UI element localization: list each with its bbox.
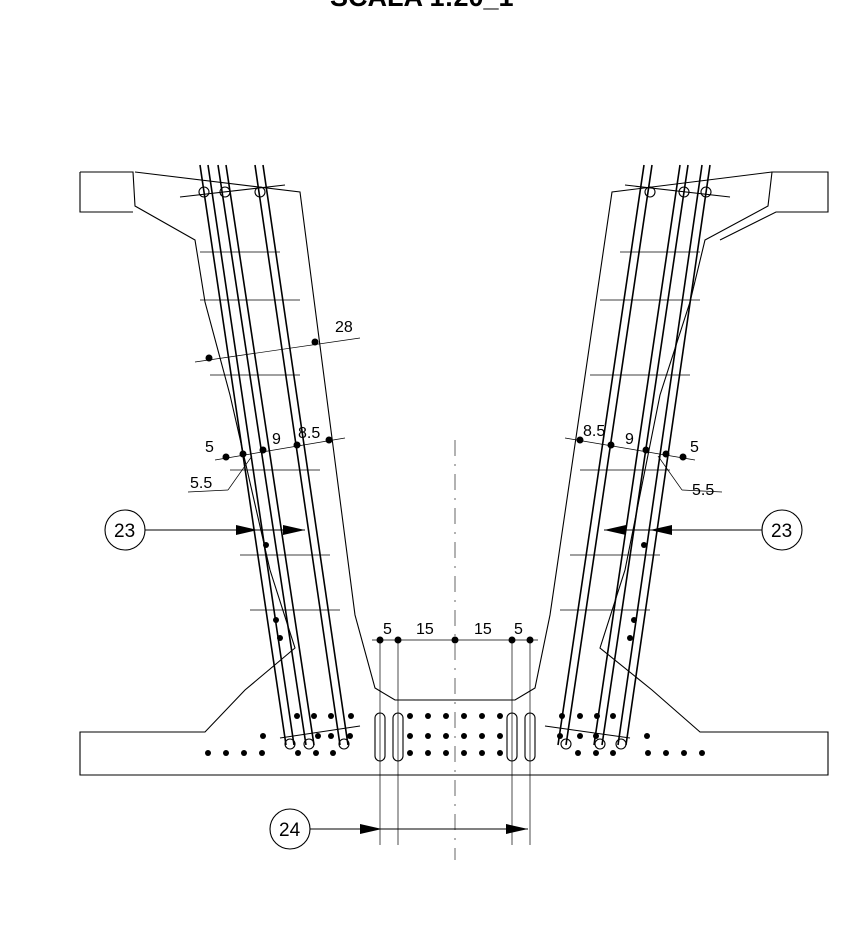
dim-28-label: 28 <box>335 319 353 336</box>
left-dim-chain <box>187 436 346 493</box>
dim-left-8-5: 8.5 <box>298 425 320 442</box>
dim-28 <box>194 337 361 363</box>
slab-bars <box>205 713 705 756</box>
dim-right-8-5: 8.5 <box>583 423 605 440</box>
slab-tendons <box>279 712 631 762</box>
right-tendons <box>557 164 711 746</box>
marker-right-23: 23 <box>771 521 792 542</box>
dim-left-9: 9 <box>272 431 281 448</box>
arrow-left-23 <box>104 509 305 551</box>
dim-bottom-5a: 5 <box>383 621 392 638</box>
beam-outline <box>79 171 829 776</box>
dim-left-5-5: 5.5 <box>190 475 212 492</box>
arrow-bottom-24 <box>269 808 528 850</box>
right-dim-chain <box>564 436 723 493</box>
dim-bottom-15b: 15 <box>474 621 492 638</box>
dim-left-5: 5 <box>205 439 214 456</box>
drawing-title: SCALA 1:20_1 <box>330 0 514 12</box>
dim-right-5-5: 5.5 <box>692 482 714 499</box>
dim-bottom-5b: 5 <box>514 621 523 638</box>
bottom-dim-chain <box>372 636 538 845</box>
anchor-circles <box>179 184 731 198</box>
web-bar-marks <box>263 542 647 641</box>
dim-right-5: 5 <box>690 439 699 456</box>
marker-left-23: 23 <box>114 521 135 542</box>
arrow-right-23 <box>604 509 803 551</box>
marker-bottom-24: 24 <box>279 820 301 841</box>
dim-right-9: 9 <box>625 431 634 448</box>
dim-bottom-15a: 15 <box>416 621 434 638</box>
